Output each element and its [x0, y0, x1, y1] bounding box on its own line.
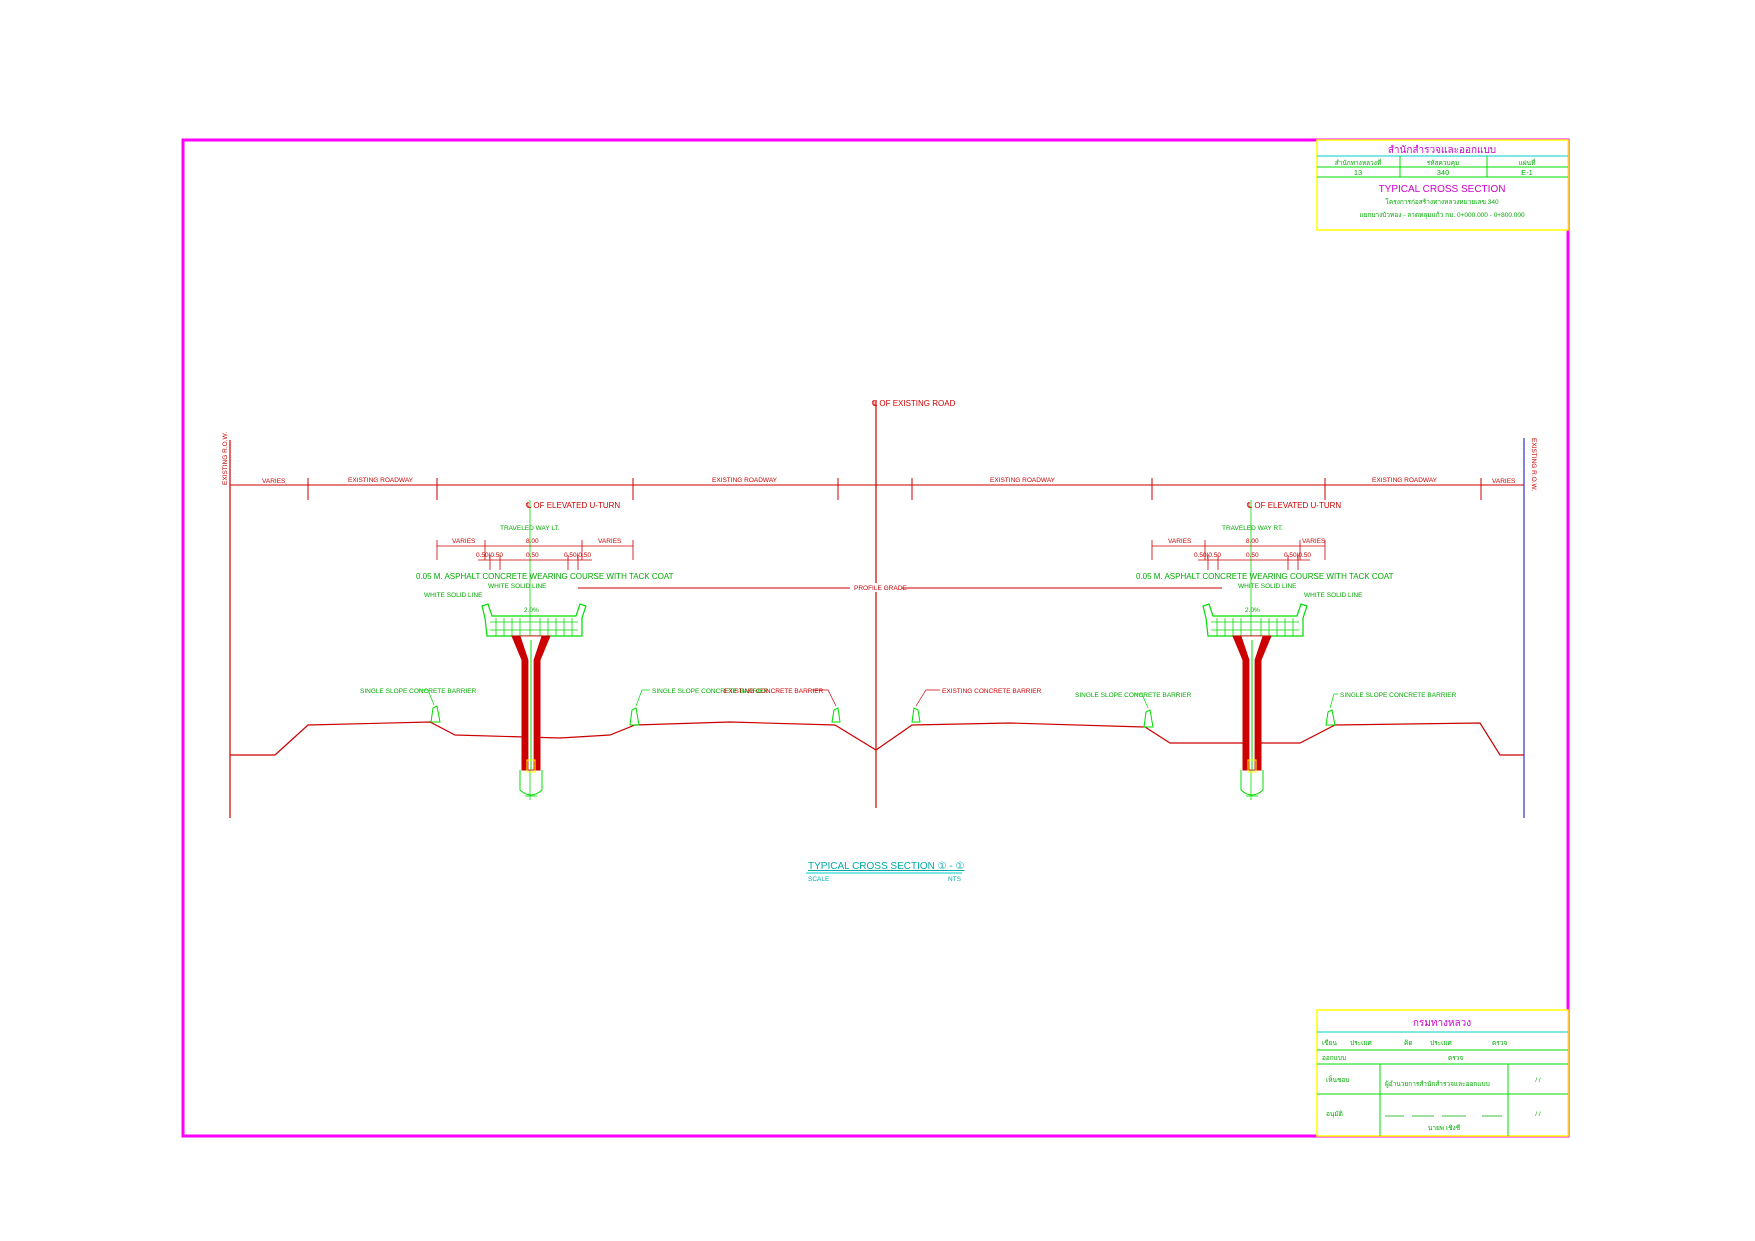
dim-top-rt: 8.00 [1246, 538, 1259, 545]
approval-header: กรมทางหลวง [1413, 1018, 1471, 1029]
traveled-way-left: TRAVELED WAY LT. [500, 525, 560, 532]
review-label: ตรวจ [1448, 1055, 1463, 1062]
row4-name: นายพ เชิงชี [1428, 1124, 1461, 1132]
title-block-header: สำนักสำรวจและออกแบบ [1388, 145, 1496, 156]
dim-right-rt: 0.50|0.50 [1284, 552, 1311, 559]
col3-value: E-1 [1521, 168, 1533, 177]
profile-grade-label: PROFILE GRADE [854, 585, 907, 592]
existing-roadway-3: EXISTING ROADWAY [990, 477, 1056, 484]
col2-label: รหัสควบคุม [1427, 159, 1460, 167]
row4-date: / / [1535, 1111, 1541, 1118]
project-line: โครงการก่อสร้างทางหลวงหมายเลข 340 [1385, 198, 1499, 206]
barrier-label-2: SINGLE SLOPE CONCRETE BARRIER [652, 688, 769, 695]
existing-barrier-label-right: EXISTING CONCRETE BARRIER [942, 688, 1042, 695]
asphalt-note-left: 0.05 M. ASPHALT CONCRETE WEARING COURSE … [416, 572, 674, 581]
existing-roadway-2: EXISTING ROADWAY [712, 477, 778, 484]
designed-by-name: ประเมศ [1350, 1040, 1373, 1047]
row3-label: เห็นชอบ [1326, 1075, 1349, 1084]
cross-section: EXISTING R.O.W. EXISTING R.O.W. ℄ OF EXI… [222, 399, 1537, 883]
varies-lt-2: VARIES [598, 538, 622, 545]
single-slope-barrier-3 [1143, 709, 1154, 728]
row3-text: ผู้อำนวยการสำนักสำรวจและออกแบบ [1385, 1080, 1490, 1088]
section-scale-right: NTS [948, 876, 962, 883]
col1-value: 13 [1354, 168, 1362, 177]
uturn-label-right: ℄ OF ELEVATED U-TURN [1246, 501, 1341, 510]
row-label-right: EXISTING R.O.W. [1530, 438, 1537, 491]
uturn-label-left: ℄ OF ELEVATED U-TURN [525, 501, 620, 510]
white-line-right-2: WHITE SOLID LINE [1304, 592, 1363, 599]
col3-label: แผ่นที่ [1519, 158, 1536, 167]
traveled-way-right: TRAVELED WAY RT. [1222, 525, 1283, 532]
varies-lt-1: VARIES [452, 538, 476, 545]
title-block: สำนักสำรวจและออกแบบ สำนักทางหลวงที่ รหัส… [1316, 139, 1569, 231]
white-line-left-1: WHITE SOLID LINE [488, 583, 547, 590]
dim-top-lt: 8.00 [526, 538, 539, 545]
white-line-left-2: WHITE SOLID LINE [424, 592, 483, 599]
dim-right-lt: 0.50|0.50 [564, 552, 591, 559]
single-slope-barrier-4 [1325, 709, 1336, 726]
dim-sub-rt: 0.50 [1246, 552, 1259, 559]
single-slope-barrier-2 [629, 707, 640, 726]
designed-by-label: เขียน [1322, 1039, 1337, 1047]
elevated-uturn-left: ℄ OF ELEVATED U-TURN TRAVELED WAY LT. VA… [416, 500, 674, 800]
roadway-dimensions [230, 478, 1524, 500]
varies-right: VARIES [1492, 478, 1516, 485]
varies-left: VARIES [262, 478, 286, 485]
section-scale-left: SCALE [808, 876, 830, 883]
barrier-label-3: SINGLE SLOPE CONCRETE BARRIER [1075, 692, 1192, 699]
checked-by-name: ประเมศ [1430, 1040, 1453, 1047]
existing-barrier-label-left: EXISTING CONCRETE BARRIER [724, 688, 824, 695]
slope-left: 2.0% [524, 607, 539, 614]
row3-date: / / [1535, 1077, 1541, 1084]
varies-rt-1: VARIES [1168, 538, 1192, 545]
checked-by-label: คิด [1404, 1039, 1413, 1047]
approval-block: กรมทางหลวง เขียน ประเมศ คิด ประเมศ ตรวจ … [1316, 1009, 1569, 1137]
existing-roadway-4: EXISTING ROADWAY [1372, 477, 1438, 484]
barrier-label-1: SINGLE SLOPE CONCRETE BARRIER [360, 688, 477, 695]
existing-barrier-right [911, 707, 921, 723]
location-line: แยกบางบัวทอง - ลาดหลุมแก้ว กม. 0+000.000… [1359, 211, 1525, 219]
approved-short: ตรวจ [1492, 1040, 1507, 1047]
row-label-left: EXISTING R.O.W. [222, 432, 229, 485]
drawing-title: TYPICAL CROSS SECTION [1379, 184, 1506, 195]
row4-label: อนุมัติ [1326, 1110, 1343, 1118]
dim-left-lt: 0.50|0.50 [476, 552, 503, 559]
dim-sub-lt: 0.50 [526, 552, 539, 559]
existing-roadway-1: EXISTING ROADWAY [348, 477, 414, 484]
slope-right: 2.0% [1245, 607, 1260, 614]
col2-value: 340 [1437, 168, 1450, 177]
varies-rt-2: VARIES [1302, 538, 1326, 545]
scale-label: ออกแบบ [1322, 1055, 1346, 1062]
barrier-label-4: SINGLE SLOPE CONCRETE BARRIER [1340, 692, 1457, 699]
white-line-right-1: WHITE SOLID LINE [1238, 583, 1297, 590]
dim-left-rt: 0.50|0.50 [1194, 552, 1221, 559]
road-centerline-label: ℄ OF EXISTING ROAD [871, 399, 956, 408]
existing-barrier-left [831, 707, 841, 723]
sheet-border [181, 138, 1570, 1138]
elevated-uturn-right: ℄ OF ELEVATED U-TURN TRAVELED WAY RT. VA… [1136, 500, 1394, 800]
single-slope-barrier-1 [430, 705, 441, 723]
asphalt-note-right: 0.05 M. ASPHALT CONCRETE WEARING COURSE … [1136, 572, 1394, 581]
ground-profile [230, 721, 1524, 756]
col1-label: สำนักทางหลวงที่ [1335, 158, 1381, 167]
section-title: TYPICAL CROSS SECTION ① - ① [808, 861, 965, 872]
